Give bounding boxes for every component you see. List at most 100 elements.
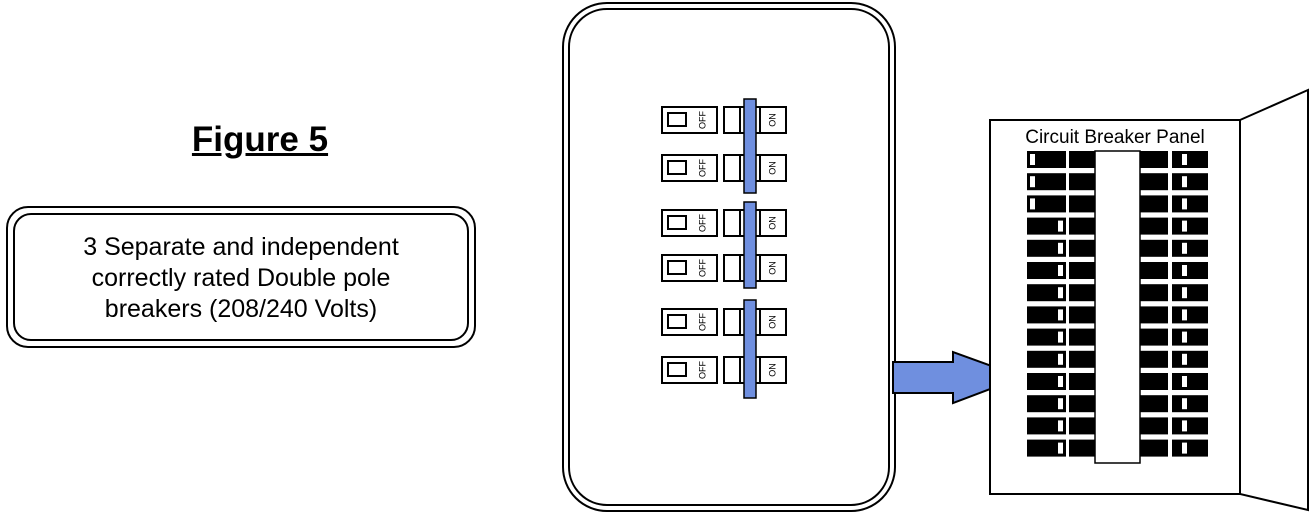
panel-breaker (1172, 417, 1208, 435)
breaker-window (667, 314, 687, 329)
panel-breaker-row (1027, 439, 1208, 457)
handle-tie-bar-1 (743, 98, 757, 194)
panel-breaker-row (1027, 373, 1208, 390)
panel-breaker (1172, 395, 1208, 413)
panel-breaker (1027, 439, 1066, 457)
panel-breaker-row (1027, 306, 1208, 324)
panel-breaker-row (1027, 217, 1208, 235)
panel-breaker (1140, 239, 1168, 257)
panel-breaker (1069, 217, 1095, 235)
panel-breaker (1069, 395, 1095, 413)
panel-breaker (1069, 262, 1095, 279)
panel-breaker (1172, 373, 1208, 390)
panel-breaker (1140, 350, 1168, 368)
panel-door (1239, 88, 1309, 512)
caption-line-2: correctly rated Double pole (91, 264, 391, 292)
panel-breaker-row (1027, 395, 1208, 413)
breaker-pole: OFF ON (661, 106, 787, 134)
off-label: OFF (697, 259, 707, 277)
panel-breaker (1140, 217, 1168, 235)
caption-line-1: 3 Separate and independent (83, 233, 399, 261)
breaker-window (667, 362, 687, 377)
panel-breaker (1140, 439, 1168, 457)
panel-breaker (1027, 350, 1066, 368)
breaker-window (667, 215, 687, 230)
on-label: ON (767, 261, 777, 275)
panel-breaker (1172, 239, 1208, 257)
panel-breaker (1140, 417, 1168, 435)
panel-breaker (1172, 151, 1208, 168)
breaker-window (667, 112, 687, 127)
panel-breaker-row (1027, 173, 1208, 191)
panel-breaker-row (1027, 284, 1208, 302)
panel-breaker-row (1027, 239, 1208, 257)
panel-breaker (1172, 328, 1208, 346)
panel-breaker (1172, 262, 1208, 279)
panel-breaker-row (1027, 195, 1208, 213)
panel-breaker (1069, 439, 1095, 457)
panel-breaker (1027, 306, 1066, 324)
caption-line-3: breakers (208/240 Volts) (104, 295, 378, 323)
panel-center-channel (1094, 150, 1141, 464)
off-label: OFF (697, 361, 707, 379)
panel-breaker (1140, 262, 1168, 279)
breaker-enclosure-inner (568, 8, 890, 506)
panel-breaker (1027, 328, 1066, 346)
panel-breaker (1069, 328, 1095, 346)
handle-tie-bar-3 (743, 299, 757, 399)
on-label: ON (767, 363, 777, 377)
panel-breaker-row (1027, 417, 1208, 435)
panel-breaker (1140, 284, 1168, 302)
caption-text: 3 Separate and independent correctly rat… (6, 232, 476, 325)
breaker-pole: OFF ON (661, 209, 787, 237)
off-label: OFF (697, 214, 707, 232)
panel-breaker-row (1027, 262, 1208, 279)
panel-breaker (1172, 350, 1208, 368)
breaker-pole: OFF ON (661, 154, 787, 182)
panel-breaker (1069, 239, 1095, 257)
caption-box (6, 206, 476, 348)
panel-breaker (1027, 373, 1066, 390)
panel-breaker (1069, 373, 1095, 390)
panel-breaker (1027, 173, 1066, 191)
panel-breaker (1140, 395, 1168, 413)
panel-breaker-row (1027, 328, 1208, 346)
panel-breaker (1027, 262, 1066, 279)
panel-breaker (1027, 239, 1066, 257)
panel-breaker (1140, 373, 1168, 390)
panel-breaker (1172, 284, 1208, 302)
panel-breaker (1172, 439, 1208, 457)
off-label: OFF (697, 111, 707, 129)
breaker-pole: OFF ON (661, 254, 787, 282)
panel-breaker-row (1027, 350, 1208, 368)
figure-title: Figure 5 (191, 120, 329, 159)
arrow-right (892, 350, 1025, 405)
panel-breaker (1027, 417, 1066, 435)
breaker-window (667, 260, 687, 275)
panel-breaker (1027, 284, 1066, 302)
panel-breaker (1069, 306, 1095, 324)
breaker-window (667, 160, 687, 175)
off-label: OFF (697, 159, 707, 177)
panel-breaker (1027, 195, 1066, 213)
panel-breaker (1140, 195, 1168, 213)
on-label: ON (767, 161, 777, 175)
panel-breaker (1172, 306, 1208, 324)
panel-breaker (1027, 217, 1066, 235)
panel-breaker (1069, 284, 1095, 302)
panel-breaker (1140, 151, 1168, 168)
panel-breaker (1140, 173, 1168, 191)
panel-breaker (1172, 217, 1208, 235)
on-label: ON (767, 216, 777, 230)
panel-breaker (1140, 328, 1168, 346)
panel-breaker (1069, 350, 1095, 368)
on-label: ON (767, 113, 777, 127)
panel-breaker (1069, 173, 1095, 191)
handle-tie-bar-2 (743, 201, 757, 289)
breaker-pole: OFF ON (661, 356, 787, 384)
panel-breaker (1069, 417, 1095, 435)
panel-breaker (1027, 151, 1066, 168)
